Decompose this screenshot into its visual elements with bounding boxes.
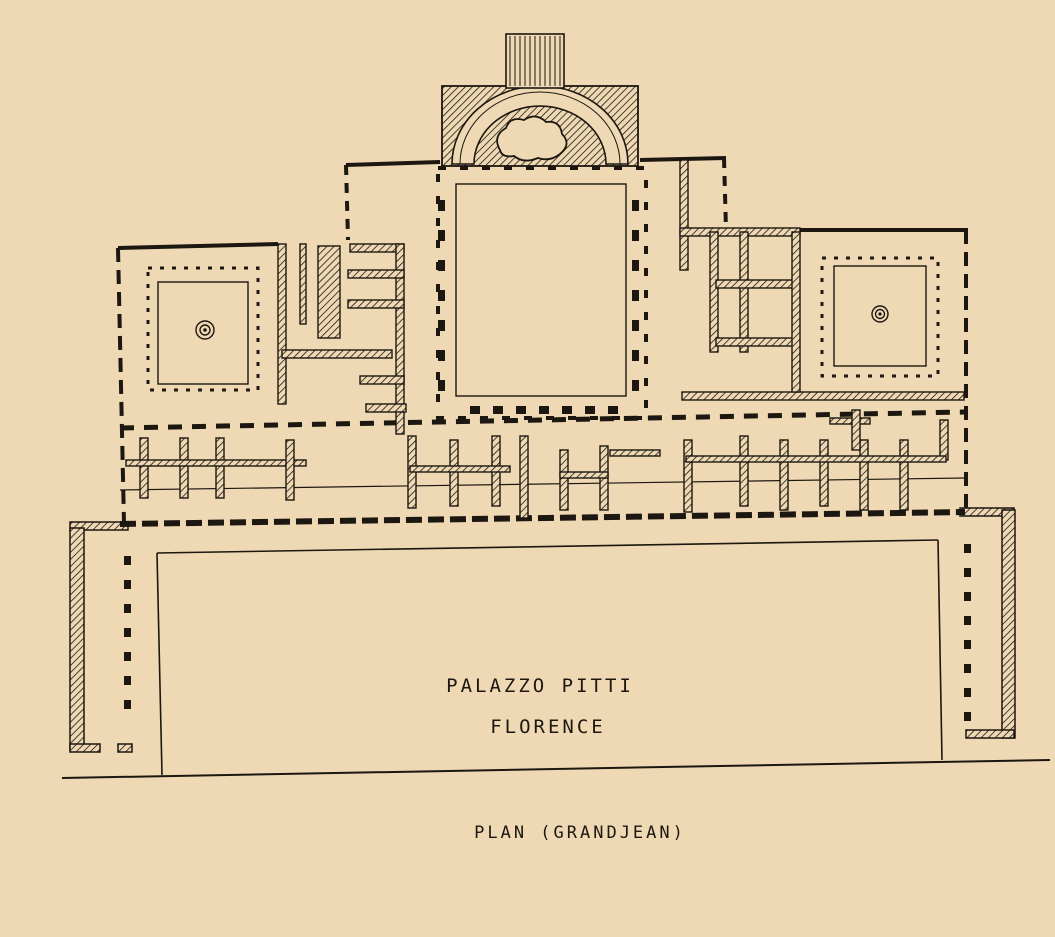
partition-wall: [365, 403, 407, 413]
courtyard-pier: [438, 230, 445, 241]
partition-wall: [829, 417, 871, 425]
partition-wall: [299, 243, 307, 325]
wing-pier: [964, 616, 971, 625]
interior-partitions: [125, 159, 965, 519]
partition-wall: [779, 439, 789, 511]
plan-title-line1: PALAZZO PITTI: [446, 675, 634, 697]
left-wing: [69, 521, 133, 753]
partition-wall: [519, 435, 529, 519]
front-piazza: [156, 539, 943, 776]
left-courtyard: [146, 266, 260, 392]
partition-wall: [715, 279, 797, 289]
wing-pier: [124, 676, 131, 685]
partition-wall: [125, 459, 307, 467]
courtyard-pier: [632, 200, 639, 211]
wing-pier: [124, 700, 131, 709]
partition-wall: [685, 455, 947, 463]
partition-wall: [739, 435, 749, 507]
wing-pier: [964, 688, 971, 697]
courtyard-pier: [438, 260, 445, 271]
courtyard-pier: [632, 380, 639, 391]
ground-line: [61, 759, 1051, 779]
partition-wall: [215, 437, 225, 499]
partition-wall: [139, 437, 149, 499]
plan-title-line2: FLORENCE: [490, 716, 606, 738]
partition-wall: [683, 439, 693, 513]
courtyard-pier: [438, 380, 445, 391]
apse-grotto: [441, 33, 639, 167]
partition-wall: [859, 439, 869, 511]
partition-wall: [791, 231, 801, 393]
partition-wall: [347, 299, 405, 309]
partition-wall: [559, 471, 609, 479]
main-block: [116, 156, 968, 527]
central-courtyard: [436, 166, 648, 420]
partition-wall: [851, 409, 861, 451]
wing-pier: [124, 652, 131, 661]
partition-wall: [939, 419, 949, 461]
courtyard-pier: [632, 320, 639, 331]
partition-wall: [359, 375, 405, 385]
wing-pier: [964, 592, 971, 601]
wing-pier: [964, 640, 971, 649]
wing-pier: [124, 628, 131, 637]
courtyard-pier: [585, 406, 595, 414]
partition-wall: [285, 439, 295, 501]
partition-wall: [609, 449, 661, 457]
courtyard-pier: [516, 406, 526, 414]
wing-pier: [964, 664, 971, 673]
courtyard-pier: [438, 290, 445, 301]
courtyard-pier: [438, 350, 445, 361]
wing-pier: [964, 712, 971, 721]
wing-pier: [124, 604, 131, 613]
courtyard-pier: [438, 320, 445, 331]
courtyard-pier: [438, 200, 445, 211]
partition-wall: [281, 349, 393, 359]
partition-wall: [409, 465, 511, 473]
partition-wall: [715, 337, 797, 347]
courtyard-pier: [632, 290, 639, 301]
partition-wall: [739, 231, 749, 353]
plan-caption: PLAN (GRANDJEAN): [474, 823, 686, 843]
partition-wall: [347, 269, 405, 279]
partition-wall: [681, 391, 965, 401]
right-wing: [959, 507, 1016, 739]
partition-wall: [395, 243, 405, 435]
wing-pier: [124, 580, 131, 589]
partition-wall: [179, 437, 189, 499]
partition-wall: [559, 449, 569, 511]
wing-pier: [964, 568, 971, 577]
courtyard-pier: [470, 406, 480, 414]
right-courtyard: [820, 256, 940, 378]
courtyard-pier: [493, 406, 503, 414]
partition-wall: [709, 231, 719, 353]
partition-wall: [449, 439, 459, 507]
wing-pier: [964, 544, 971, 553]
courtyard-pier: [608, 406, 618, 414]
partition-wall: [899, 439, 909, 511]
courtyard-pier: [632, 350, 639, 361]
partition-wall: [317, 245, 341, 339]
partition-wall: [679, 159, 689, 271]
courtyard-pier: [632, 230, 639, 241]
partition-wall: [277, 243, 287, 405]
partition-wall: [819, 439, 829, 507]
courtyard-pier: [539, 406, 549, 414]
courtyard-pier: [632, 260, 639, 271]
courtyard-pier: [562, 406, 572, 414]
wing-pier: [124, 556, 131, 565]
